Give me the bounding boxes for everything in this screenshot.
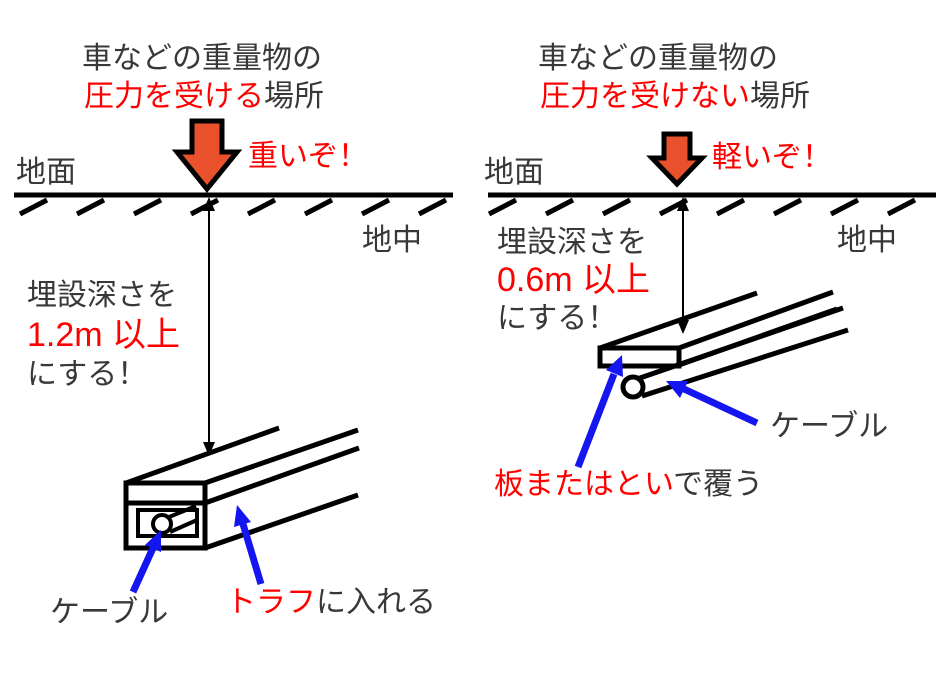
trough-label: トラフに入れる bbox=[226, 586, 436, 619]
trough-label-highlight: トラフ bbox=[226, 586, 316, 619]
right-cable-pointer-arrow-icon bbox=[666, 381, 759, 427]
right-heading-rest: 場所 bbox=[750, 80, 810, 113]
trough-drawing bbox=[123, 425, 360, 551]
board-pointer-arrow-icon bbox=[574, 355, 623, 469]
left-heading-highlight: 圧力を受ける bbox=[84, 80, 264, 113]
trough-label-rest: に入れる bbox=[316, 586, 436, 619]
right-depth-note-line1: 埋設深さを bbox=[497, 226, 647, 259]
heavy-pressure-arrow-icon bbox=[171, 118, 243, 193]
left-heading-line2: 圧力を受ける場所 bbox=[84, 80, 324, 113]
right-depth-dimension-arrow-icon bbox=[677, 197, 689, 334]
cover-board bbox=[597, 345, 682, 369]
left-underground-label: 地中 bbox=[362, 224, 422, 257]
cover-label: 板またはといで覆う bbox=[494, 468, 763, 501]
left-ground-label: 地面 bbox=[16, 156, 76, 189]
right-heading-line2: 圧力を受けない場所 bbox=[540, 80, 810, 113]
left-cable-pointer-arrow-icon bbox=[129, 530, 161, 594]
left-heading-rest: 場所 bbox=[264, 80, 324, 113]
right-depth-note-line3: にする！ bbox=[497, 302, 618, 335]
board-and-cable-drawing bbox=[597, 289, 849, 400]
left-ground bbox=[14, 192, 453, 217]
left-ground-hatching bbox=[18, 197, 448, 217]
left-depth-note-line3: にする！ bbox=[27, 358, 148, 391]
right-ground bbox=[487, 192, 936, 217]
cable-under-board bbox=[620, 374, 646, 400]
right-heading-line1: 車などの重量物の bbox=[538, 42, 778, 75]
light-pressure-arrow-icon bbox=[646, 131, 708, 188]
cover-label-rest: で覆う bbox=[673, 468, 764, 501]
right-underground-label: 地中 bbox=[837, 224, 897, 257]
left-weight-callout: 重いぞ！ bbox=[248, 140, 368, 173]
right-depth-value: 0.6m 以上 bbox=[497, 261, 651, 299]
left-cable-label: ケーブル bbox=[50, 596, 169, 629]
right-heading-highlight: 圧力を受けない bbox=[540, 80, 750, 113]
right-ground-hatching bbox=[487, 197, 917, 217]
right-cable-label: ケーブル bbox=[770, 410, 889, 443]
left-depth-dimension-arrow-icon bbox=[203, 197, 215, 456]
trough-pointer-arrow-icon bbox=[234, 505, 265, 586]
right-ground-label: 地面 bbox=[484, 156, 544, 189]
left-depth-note-line1: 埋設深さを bbox=[27, 279, 177, 312]
left-heading-line1: 車などの重量物の bbox=[82, 42, 322, 75]
left-depth-value: 1.2m 以上 bbox=[27, 316, 181, 354]
cover-label-highlight: 板またはとい bbox=[494, 468, 674, 501]
cable-in-trough bbox=[151, 513, 173, 535]
right-weight-callout: 軽いぞ！ bbox=[712, 141, 832, 174]
